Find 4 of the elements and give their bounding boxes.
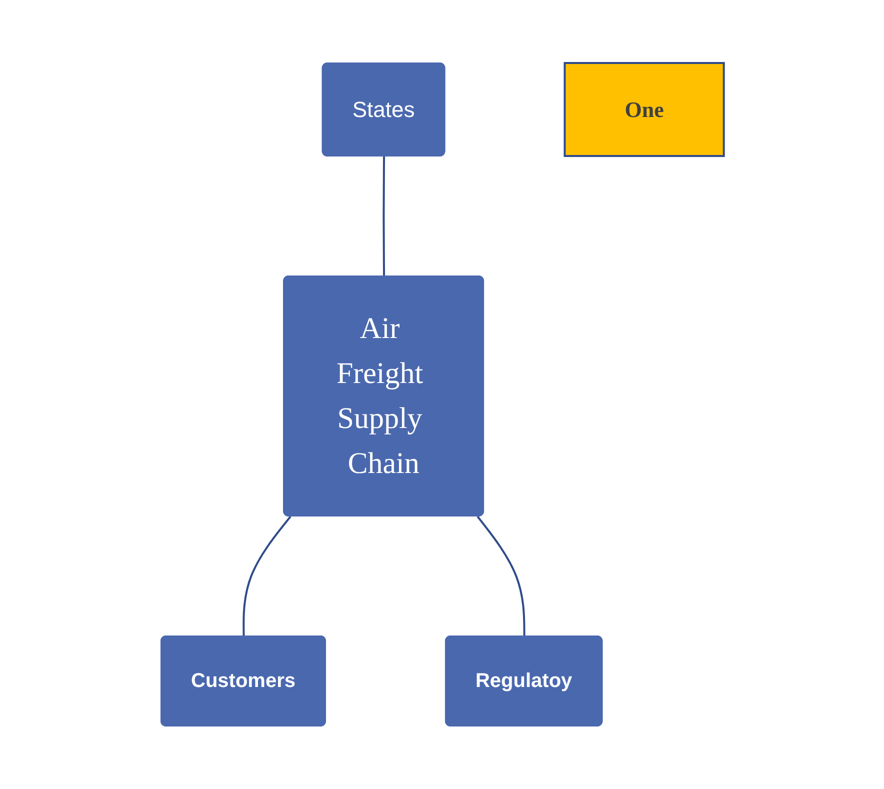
connector — [242, 516, 291, 636]
node-box: One — [563, 62, 724, 157]
connector — [476, 516, 525, 636]
connector — [382, 156, 385, 276]
